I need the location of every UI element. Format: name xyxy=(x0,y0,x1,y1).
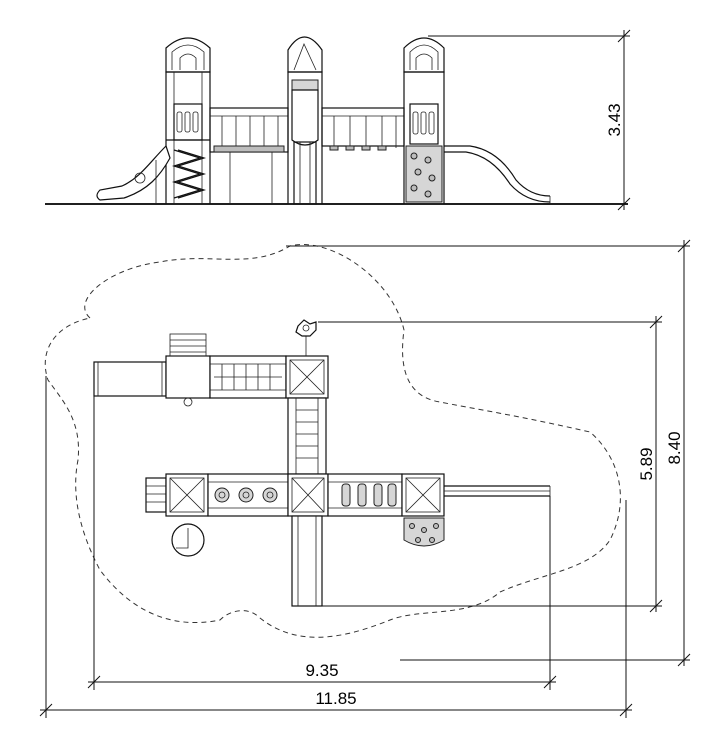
dimension-inner-width: 9.35 xyxy=(87,396,557,690)
bridge-left xyxy=(209,107,289,204)
dimension-height: 3.43 xyxy=(428,29,631,211)
bridge-right xyxy=(321,107,405,151)
dimension-outer-depth: 8.40 xyxy=(286,239,691,667)
tower-left xyxy=(165,37,211,205)
tower-right xyxy=(403,37,445,205)
dimension-label-outer-depth: 8.40 xyxy=(665,431,684,464)
dimension-label-inner-depth: 5.89 xyxy=(637,447,656,480)
tower-center xyxy=(287,36,323,205)
use-zone-boundary xyxy=(44,244,621,638)
dimension-outer-width: 11.85 xyxy=(39,376,633,718)
plan-view: 5.89 8.40 9.35 11.85 xyxy=(39,239,691,718)
slide-left xyxy=(96,144,171,204)
slide-plan-bottom xyxy=(291,515,323,607)
dimension-label-inner-width: 9.35 xyxy=(305,661,338,680)
dimension-label-height: 3.43 xyxy=(605,103,624,136)
dimension-inner-depth: 5.89 xyxy=(318,315,663,613)
tower-plan-upper-left xyxy=(165,355,211,399)
slide-plan-left xyxy=(93,361,167,397)
elevation-view: 3.43 xyxy=(45,29,631,211)
flower-panel xyxy=(295,319,317,337)
dimension-label-outer-width: 11.85 xyxy=(315,689,356,708)
ladder-plan-left xyxy=(145,477,167,513)
slide-right xyxy=(444,145,551,204)
bridge-plan-vertical xyxy=(287,397,327,475)
